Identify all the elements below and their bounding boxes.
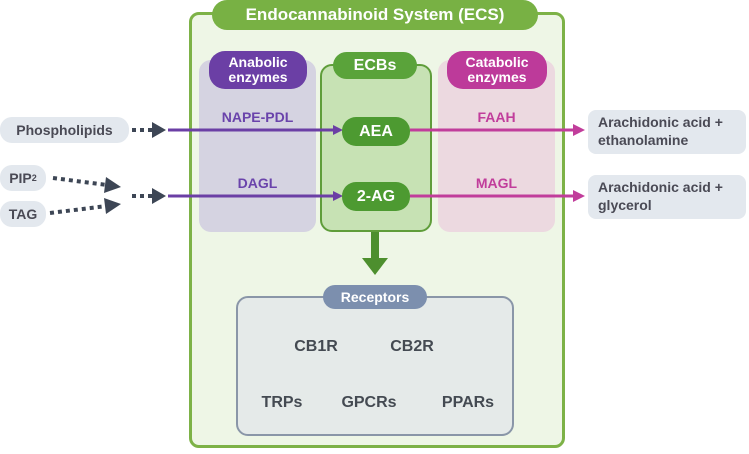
nape-pdl-label: NAPE-PDL	[221, 109, 294, 125]
phospholipids-dotted-arrow	[132, 122, 166, 138]
gpcrs-label: GPCRs	[341, 394, 397, 411]
ecbs-header: ECBs	[333, 52, 417, 79]
ecbs-to-receptors-arrow	[362, 232, 388, 275]
trps-label: TRPs	[261, 394, 303, 411]
faah-label: FAAH	[477, 109, 516, 125]
anabolic-enzymes-header: Anabolic enzymes	[209, 51, 307, 89]
2ag-products: Arachidonic acid + glycerol	[588, 175, 746, 219]
2ag-pill: 2-AG	[342, 182, 410, 211]
receptors-panel	[236, 296, 514, 436]
receptors-header: Receptors	[323, 285, 427, 309]
pip2-dotted-arrow	[52, 176, 121, 193]
aea-pill: AEA	[342, 117, 410, 146]
magl-label: MAGL	[475, 175, 518, 191]
ppars-label: PPARs	[441, 394, 495, 411]
tag-dotted-arrow	[49, 198, 121, 215]
tag-source: TAG	[0, 201, 46, 227]
aea-products: Arachidonic acid + ethanolamine	[588, 110, 746, 154]
phospholipids-source: Phospholipids	[0, 117, 129, 143]
cb2r-label: CB2R	[390, 338, 434, 355]
dagl-label: DAGL	[237, 175, 278, 191]
pip-text: PIP	[9, 170, 32, 186]
cb1r-label: CB1R	[294, 338, 338, 355]
dagl-dotted-arrow	[132, 188, 166, 204]
catabolic-enzymes-header: Catabolic enzymes	[447, 51, 547, 89]
pip-subscript: 2	[31, 173, 37, 183]
ecs-title: Endocannabinoid System (ECS)	[212, 0, 538, 30]
